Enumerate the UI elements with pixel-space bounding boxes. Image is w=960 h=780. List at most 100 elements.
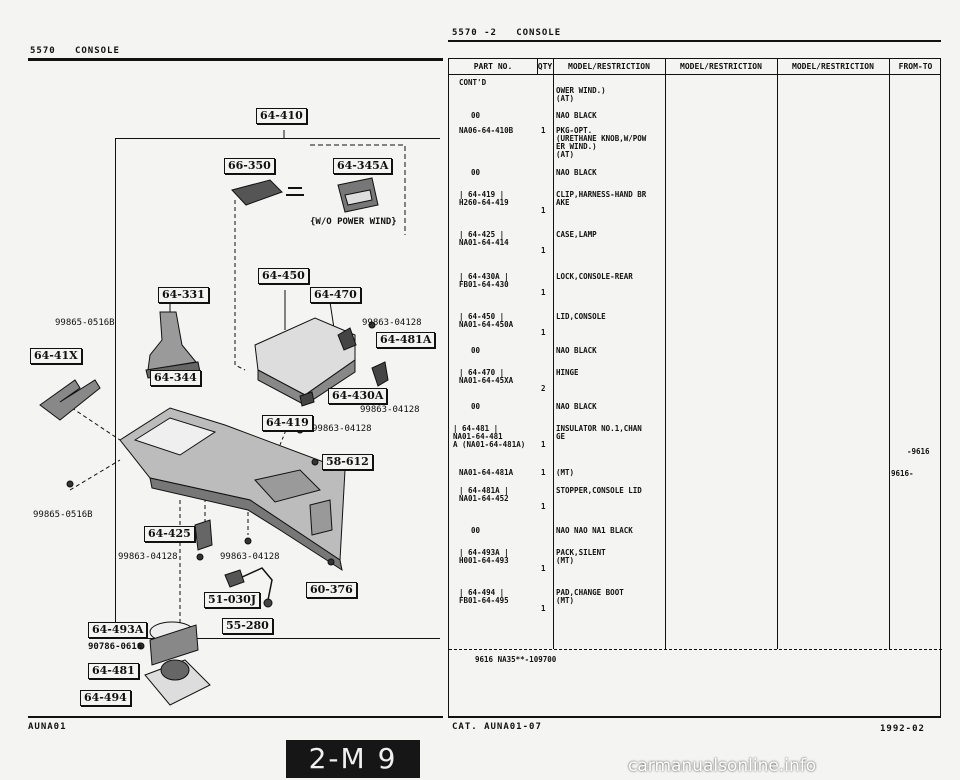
left-header: 5570 CONSOLE (30, 46, 120, 56)
bolt-label: 99865-0516B (33, 510, 93, 520)
row-desc: NAO NAO NA1 BLACK (556, 526, 633, 535)
row-part: CONT'D (459, 78, 487, 87)
callout-64-345A: 64-345A (333, 158, 393, 174)
left-footer-rule (28, 716, 443, 718)
row-part: | 64-494 | FB01-64-495 (459, 588, 509, 605)
row-desc: CASE,LAMP (556, 230, 597, 239)
row-desc: LID,CONSOLE (556, 312, 606, 321)
row-desc: CLIP,HARNESS-HAND BR AKE (556, 190, 647, 207)
row-part: | 64-450 | NA01-64-450A (459, 312, 514, 329)
callout-64-450: 64-450 (258, 268, 309, 284)
row-part: | 64-430A | FB01-64-430 (459, 272, 509, 289)
row-qty: 1 (541, 206, 546, 215)
th-qty: QTY (537, 62, 553, 71)
row-desc: LOCK,CONSOLE-REAR (556, 272, 633, 281)
left-header-code: 5570 (30, 46, 56, 56)
row-desc: NAO BLACK (556, 111, 597, 120)
bolt-label: 99863-04128 (362, 318, 422, 328)
row-desc: PAD,CHANGE BOOT (MT) (556, 588, 624, 605)
callout-66-350: 66-350 (224, 158, 275, 174)
row-part: NA01-64-481A (459, 468, 514, 477)
left-header-title: CONSOLE (74, 46, 120, 56)
col-divider (553, 59, 554, 649)
table-footnote: 9616 NA35**-109700 (475, 655, 557, 664)
row-part: | 64-481 | NA01-64-481 A (NA01-64-481A) (453, 424, 526, 449)
row-part: 00 (471, 526, 481, 535)
row-desc: INSULATOR NO.1,CHAN GE (556, 424, 642, 441)
row-part: 00 (471, 168, 481, 177)
callout-64-344: 64-344 (150, 370, 201, 386)
row-desc: NAO BLACK (556, 346, 597, 355)
row-qty: 1 (541, 246, 546, 255)
callout-51-030J: 51-030J (204, 592, 261, 608)
th-model-2: MODEL/RESTRICTION (680, 62, 762, 71)
row-qty: 1 (541, 126, 546, 135)
row-desc: (MT) (556, 468, 575, 477)
callout-58-612: 58-612 (322, 454, 373, 470)
row-part: NA06-64-410B (459, 126, 514, 135)
row-qty: 1 (541, 502, 546, 511)
row-part: | 64-425 | NA01-64-414 (459, 230, 509, 247)
row-desc: STOPPER,CONSOLE LID (556, 486, 642, 495)
row-desc: PKG-OPT. (URETHANE KNOB,W/POW ER WIND.) … (556, 126, 647, 159)
callout-64-493A: 64-493A (88, 622, 148, 638)
power-wind-note-text: W/O POWER WIND (315, 217, 392, 227)
parts-illustration (39, 130, 406, 706)
footer-date: 1992-02 (880, 724, 925, 734)
row-desc: PACK,SILENT (MT) (556, 548, 606, 565)
callout-64-425: 64-425 (144, 526, 195, 542)
diagram-frame (115, 138, 440, 638)
th-model-1: MODEL/RESTRICTION (568, 62, 650, 71)
bolt-label: 99863-04128 (118, 552, 178, 562)
right-footer-rule (448, 716, 941, 718)
row-part: 00 (471, 111, 481, 120)
th-model-3: MODEL/RESTRICTION (792, 62, 874, 71)
bolt-label: 99865-0516B (55, 318, 115, 328)
callout-64-410: 64-410 (256, 108, 307, 124)
row-part: | 64-419 | H260-64-419 (459, 190, 509, 207)
right-header-rule (448, 40, 941, 42)
row-qty: 1 (541, 440, 546, 449)
row-desc: NAO BLACK (556, 402, 597, 411)
page-badge: 2-M 9 (286, 740, 420, 778)
row-part: | 64-470 | NA01-64-45XA (459, 368, 514, 385)
row-qty: 2 (541, 384, 546, 393)
row-qty: 1 (541, 604, 546, 613)
callout-55-280: 55-280 (222, 618, 273, 634)
from-to-value: 9616- (891, 469, 914, 478)
row-qty: 1 (541, 288, 546, 297)
bolt-label: 99863-04128 (360, 405, 420, 415)
right-header-code: 5570 -2 (452, 28, 497, 38)
callout-64-331: 64-331 (158, 287, 209, 303)
callout-64-430A: 64-430A (328, 388, 388, 404)
callout-64-481: 64-481 (88, 663, 139, 679)
row-desc: NAO BLACK (556, 168, 597, 177)
from-to-value: -9616 (907, 447, 930, 456)
row-qty: 1 (541, 564, 546, 573)
callout-64-470: 64-470 (310, 287, 361, 303)
parts-table: PART NO. QTY MODEL/RESTRICTION MODEL/RES… (448, 58, 942, 718)
row-desc: OWER WIND.) (AT) (556, 86, 606, 103)
callout-64-419: 64-419 (262, 415, 313, 431)
bolt-label: 90786-0616 (88, 642, 143, 652)
row-part: | 64-481A | NA01-64-452 (459, 486, 509, 503)
col-divider (889, 59, 890, 649)
row-qty: 1 (541, 328, 546, 337)
parts-diagram: 64-410 66-350 64-345A {W/O POWER WIND} 6… (0, 0, 445, 780)
callout-64-481A: 64-481A (376, 332, 436, 348)
bolt-label: 99863-04128 (220, 552, 280, 562)
footer-left: AUNA01 (28, 722, 67, 732)
callout-60-376: 60-376 (306, 582, 357, 598)
power-wind-note: {W/O POWER WIND} (310, 217, 397, 227)
right-header-title: CONSOLE (516, 28, 562, 38)
th-part-no: PART NO. (473, 62, 513, 71)
row-desc: HINGE (556, 368, 579, 377)
callout-64-494: 64-494 (80, 690, 131, 706)
table-footer-rule (449, 649, 942, 650)
row-part: | 64-493A | H001-64-493 (459, 548, 509, 565)
col-divider (537, 59, 538, 75)
bolt-label: 99863-04128 (312, 424, 372, 434)
callout-64-41X: 64-41X (30, 348, 82, 364)
row-part: 00 (471, 346, 481, 355)
row-part: 00 (471, 402, 481, 411)
